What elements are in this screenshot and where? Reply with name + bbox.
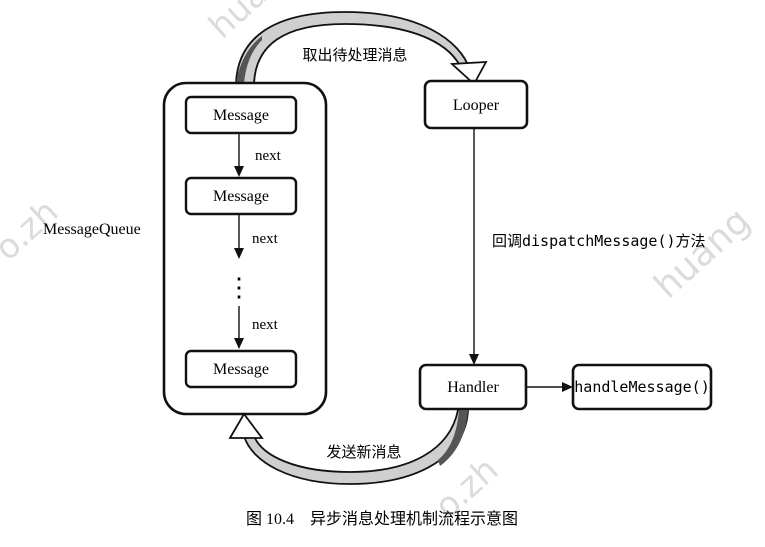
next-label-3: next <box>252 317 279 333</box>
dispatch-arrow <box>469 129 479 365</box>
message-queue-label: MessageQueue <box>43 221 141 238</box>
message-node-1-label: Message <box>213 107 269 124</box>
message-node-2: Message <box>184 176 298 216</box>
handler-node: Handler <box>418 363 528 411</box>
send-message-arrow <box>228 409 469 485</box>
next-label-2: next <box>252 231 279 247</box>
message-node-1: Message <box>184 95 298 135</box>
looper-label: Looper <box>453 97 500 114</box>
next-label-1: next <box>255 148 282 164</box>
handle-message-label: handleMessage() <box>574 378 709 396</box>
handle-message-node: handleMessage() <box>571 363 713 411</box>
next-arrow-3 <box>234 306 244 349</box>
handle-arrow <box>527 382 573 392</box>
message-node-3-label: Message <box>213 361 269 378</box>
figure-caption: 图 10.4 异步消息处理机制流程示意图 <box>246 509 518 528</box>
take-message-label: 取出待处理消息 <box>302 46 407 64</box>
queue-ellipsis: ⋮ <box>226 273 252 302</box>
looper-node: Looper <box>423 79 529 130</box>
send-message-label: 发送新消息 <box>326 443 401 461</box>
handler-label: Handler <box>447 379 499 396</box>
message-node-2-label: Message <box>213 188 269 205</box>
dispatch-label: 回调dispatchMessage()方法 <box>492 232 706 250</box>
watermark-3: huang <box>647 200 759 306</box>
next-arrow-2 <box>234 215 244 259</box>
next-arrow-1 <box>234 134 244 177</box>
message-node-3: Message <box>184 349 298 389</box>
take-message-arrow <box>235 11 488 86</box>
